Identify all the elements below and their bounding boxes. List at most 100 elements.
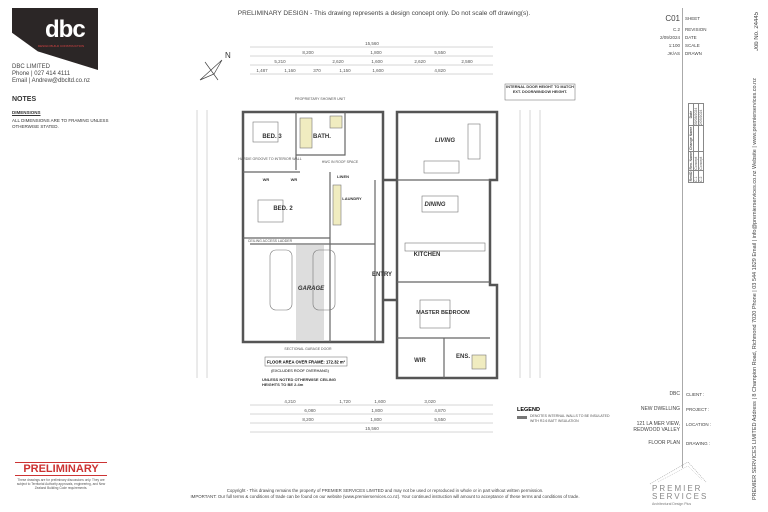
dim-bottom: 1,600	[374, 399, 386, 404]
drawing-label: DRAWING :	[686, 441, 711, 446]
bed-icon	[252, 121, 279, 143]
dim-bottom: 3,020	[424, 399, 436, 404]
job-number: Job No. 24445	[754, 12, 760, 52]
company-contact: PREMIER SERVICES LIMITED Address | 8 Cha…	[752, 78, 758, 500]
project: NEW DWELLING	[640, 406, 680, 412]
dim-bottom: 4,870	[434, 408, 446, 413]
scale: 1:100	[668, 43, 680, 48]
dim-top: 1,487	[256, 68, 268, 73]
copyright: Copyright - This drawing remains the pro…	[150, 488, 620, 500]
dim-bottom: 8,200	[302, 417, 314, 422]
dim-top: 370	[313, 68, 321, 73]
ceiling-note: UNLESS NOTED OTHERWISE CEILING HEIGHTS T…	[262, 377, 336, 387]
dim-top: 1,150	[339, 68, 351, 73]
date: 2/09/2024	[659, 35, 680, 40]
location-label: LOCATION :	[686, 422, 712, 427]
note-garage-door: SECTIONAL GARAGE DOOR	[284, 347, 332, 351]
insulation-hatch-icon	[517, 416, 527, 419]
bed-icon	[257, 199, 284, 223]
car-icon	[269, 249, 293, 311]
dim-top: 1,800	[370, 50, 382, 55]
ensuite-shower-icon	[471, 354, 487, 370]
north-arrow-icon: N	[199, 51, 231, 81]
preliminary-note: These drawings are for preliminary discu…	[16, 478, 106, 490]
garage-floor-shade	[296, 245, 324, 340]
date-label: DATE	[685, 35, 697, 40]
room-garage: GARAGE	[298, 286, 325, 292]
dim-bottom: 5,550	[434, 417, 446, 422]
dim-top: 5,550	[434, 50, 446, 55]
premier-brand: PREMIER SERVICES	[652, 484, 709, 501]
room-entry: ENTRY	[372, 272, 392, 278]
rev-cell: 2/09/2024	[698, 103, 704, 126]
dim-top: 2,620	[332, 59, 344, 64]
rev-header: RevID	[688, 170, 694, 183]
revision-label: REVISION	[685, 27, 707, 32]
sheet-number: C01	[665, 14, 680, 23]
sheet-label: SHEET	[685, 16, 701, 21]
room-linen: LINEN	[337, 174, 349, 179]
scale-label: SCALE	[685, 43, 700, 48]
door-height-note: INTERNAL DOOR HEIGHT TO MATCH EXT. DOOR/…	[504, 83, 576, 101]
car-icon	[312, 249, 336, 311]
room-wir: WIR	[414, 358, 426, 364]
drawn-label: DRAWN	[685, 51, 702, 56]
preliminary-stamp: PRELIMINARY	[15, 462, 107, 476]
legend-title: LEGEND	[517, 407, 540, 413]
dim-top: 5,210	[274, 59, 286, 64]
dim-top: 1,160	[284, 68, 296, 73]
dim-top: 1,600	[372, 68, 384, 73]
copyright-text: Copyright - This drawing remains the pro…	[226, 488, 544, 493]
dim-bottom: 1,800	[371, 408, 383, 413]
rev-cell: C.2	[698, 170, 704, 183]
legend-text: DENOTES INTERNAL WALLS TO BE INSULATED W…	[530, 414, 610, 423]
notes-text: ALL DIMENSIONS ARE TO FRAMING UNLESS OTH…	[12, 118, 109, 129]
dim-top: 1,600	[371, 59, 383, 64]
dim-bottom-total: 15,560	[365, 426, 379, 431]
room-kitchen: KITCHEN	[414, 252, 441, 258]
legend: LEGEND DENOTES INTERNAL WALLS TO BE INSU…	[517, 407, 610, 423]
room-dining: DINING	[425, 202, 446, 208]
rev-cell: 30/08/2024	[693, 103, 699, 126]
shower-icon	[329, 115, 343, 129]
note-hardie: HARDIE GROOVE TO INTERIOR WALL	[238, 157, 301, 161]
sofa-icon	[467, 123, 481, 160]
room-ensuite: ENS.	[456, 354, 470, 360]
door-height-text: INTERNAL DOOR HEIGHT TO MATCH EXT. DOOR/…	[506, 85, 574, 94]
rev-cell	[698, 125, 704, 152]
drawn: JK/AS	[667, 51, 680, 56]
room-wr: WR	[263, 177, 270, 182]
floor-area-box: FLOOR AREA OVER FRAME: 172.32 m² (EXCLUD…	[264, 356, 348, 373]
fixtures	[299, 115, 487, 370]
company-name: DBC LIMITED	[12, 64, 51, 70]
titleblock-divider	[682, 8, 683, 468]
company-phone: Phone | 027 414 4111	[12, 71, 71, 77]
room-master-bedroom: MASTER BEDROOM	[416, 310, 470, 316]
laundry-bench-icon	[332, 184, 342, 226]
rev-cell: Concept	[698, 151, 704, 171]
drawing-title: FLOOR PLAN	[648, 440, 680, 446]
floor-area: FLOOR AREA OVER FRAME: 172.32 m²	[267, 360, 346, 365]
premier-logo-mesh-icon	[649, 461, 707, 485]
dining-table-icon	[421, 195, 459, 213]
location: 121 LA MER VIEW, REDWOOD VALLEY	[633, 421, 680, 433]
dim-bottom: 1,720	[339, 399, 351, 404]
dim-bottom: 4,210	[284, 399, 296, 404]
dim-top: 2,620	[414, 59, 426, 64]
logo-text: dbc	[45, 16, 86, 43]
dim-bottom: 1,800	[370, 417, 382, 422]
dim-top: 2,580	[461, 59, 473, 64]
company-info: DBC LIMITED Phone | 027 414 4111 Email |…	[12, 64, 90, 85]
note-shower: PROPRIETARY SHOWER UNIT	[295, 97, 346, 101]
important-text: IMPORTANT: Our full terms & conditions o…	[190, 494, 580, 499]
walls	[241, 110, 499, 380]
svg-text:N: N	[225, 51, 231, 60]
rev-header: Rev. Name	[688, 151, 694, 171]
room-wr: WR	[291, 177, 298, 182]
dim-top: 8,200	[302, 50, 314, 55]
logo-tagline: DESIGN BUILD CONSTRUCTION	[38, 44, 85, 48]
internal-walls	[243, 112, 490, 378]
floor-area-excl: (EXCLUDES ROOF OVERHANG)	[271, 369, 330, 373]
